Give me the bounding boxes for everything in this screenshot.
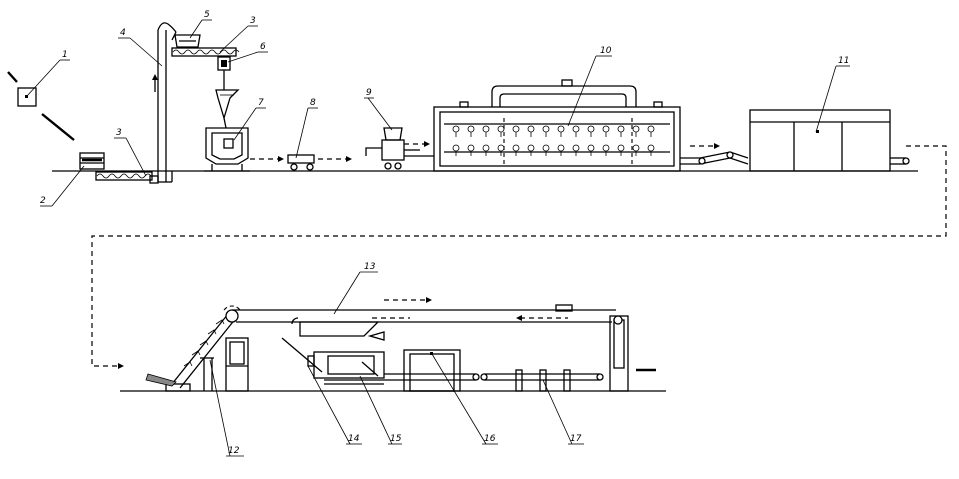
unit-5-hopper	[174, 34, 201, 48]
unit-3-screw-conveyor-upper	[171, 47, 240, 57]
callout-15: 15	[390, 434, 402, 444]
callout-1: 1	[62, 50, 68, 60]
unit-3-screw-conveyor-lower	[95, 171, 159, 184]
callout-7: 7	[258, 98, 264, 108]
callout-5: 5	[204, 10, 210, 20]
callout-17: 17	[570, 434, 582, 444]
unit-12-inclined-conveyor	[145, 305, 249, 392]
unit-4-elevator	[152, 22, 177, 183]
return-flow-line	[91, 145, 947, 369]
unit-13-overhead-conveyor	[232, 297, 656, 392]
callout-labels: 1 2 3 3 4 5 6 7 8 9 10 11 12 13 14 15 16…	[40, 10, 849, 456]
unit-9-filling-machine	[365, 127, 434, 170]
unit-11-chamber	[749, 109, 910, 172]
transfer-conveyor-10-11	[690, 143, 749, 165]
unit-1-source	[7, 71, 75, 141]
callout-10: 10	[600, 46, 612, 56]
leader-lines	[26, 19, 850, 457]
unit-14-cutter	[281, 337, 323, 373]
unit-2-container	[79, 152, 105, 170]
callout-8: 8	[310, 98, 316, 108]
callout-4: 4	[120, 28, 126, 38]
callout-14: 14	[348, 434, 360, 444]
callout-13: 13	[364, 262, 376, 272]
unit-16-gantry	[384, 349, 480, 392]
unit-17-roller-conveyor	[480, 369, 604, 392]
callout-3-lower: 3	[116, 128, 122, 138]
callout-3-upper: 3	[250, 16, 256, 26]
callout-16: 16	[484, 434, 496, 444]
callout-2: 2	[40, 196, 46, 206]
callout-12: 12	[228, 446, 240, 456]
unit-8-trolley	[287, 154, 352, 171]
unit-7-mixer	[204, 127, 284, 172]
callout-9: 9	[366, 88, 372, 98]
callout-6: 6	[260, 42, 266, 52]
unit-15-cutting-machine	[307, 351, 385, 385]
unit-6-dispenser	[215, 56, 240, 129]
callout-11: 11	[838, 56, 849, 66]
unit-10-steam-chamber	[433, 79, 700, 172]
